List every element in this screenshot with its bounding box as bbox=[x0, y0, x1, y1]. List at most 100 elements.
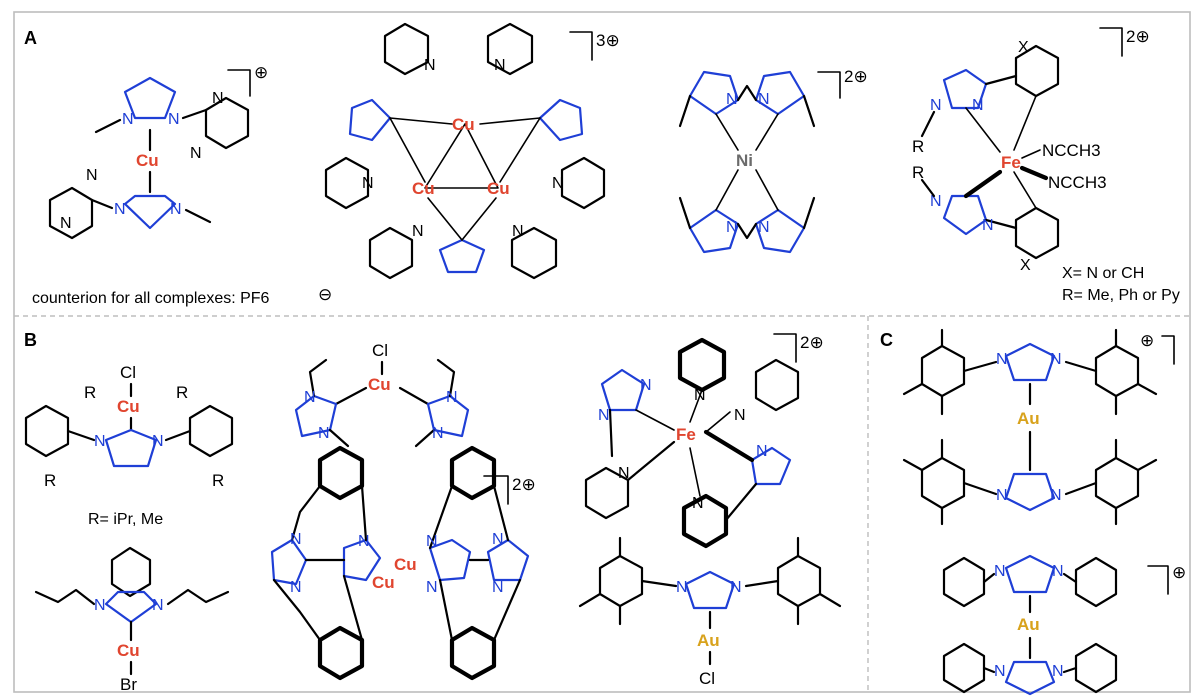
pyrimidine-ring bbox=[1014, 206, 1060, 260]
imidazole-ring bbox=[1004, 660, 1056, 696]
methyl-bond bbox=[94, 118, 122, 134]
gold-atom: Au bbox=[1017, 409, 1040, 428]
n-atom: N bbox=[114, 201, 126, 218]
bond bbox=[1064, 360, 1098, 373]
n-atom: N bbox=[168, 111, 180, 128]
pyrimidine-ring bbox=[1014, 44, 1060, 98]
panel-label-c: C bbox=[880, 330, 893, 350]
charge-label: 2⊕ bbox=[800, 333, 824, 352]
n-atom: N bbox=[598, 407, 610, 424]
bond bbox=[66, 429, 96, 442]
r-group: R bbox=[912, 163, 924, 182]
complex-c2: ⊕ N N N N Au bbox=[942, 554, 1186, 696]
imidazole-ring bbox=[754, 70, 806, 116]
n-atom: N bbox=[494, 57, 506, 74]
pyridine-ring bbox=[324, 156, 370, 210]
pyridine-ring bbox=[677, 337, 727, 393]
pyridine-ring bbox=[383, 22, 430, 76]
n-atom: N bbox=[432, 425, 444, 442]
imidazole-ring bbox=[426, 394, 470, 438]
imidazole-ring bbox=[104, 590, 158, 624]
complex-a2: 3⊕ Cu Cu Cu N N N N N N bbox=[324, 22, 620, 280]
charge-bracket bbox=[1147, 565, 1169, 595]
charge-label: 2⊕ bbox=[844, 67, 868, 86]
charge-label: 3⊕ bbox=[596, 31, 620, 50]
r-definition-b: R= iPr, Me bbox=[88, 511, 163, 528]
methyl-bond bbox=[902, 458, 924, 472]
fe-n-bond bbox=[689, 447, 701, 497]
benzo-ring bbox=[110, 546, 152, 598]
counterion-note: counterion for all complexes: PF6 bbox=[32, 290, 270, 307]
complex-b1: Cl Cu N N R R R R bbox=[24, 363, 234, 490]
charge-bracket bbox=[227, 69, 251, 97]
counterion-charge: ⊖ bbox=[318, 285, 332, 304]
complex-a3: 2⊕ Ni N N N N bbox=[678, 67, 868, 254]
mesityl-ring bbox=[598, 554, 644, 608]
charge-bracket bbox=[1161, 335, 1175, 365]
allyl-group bbox=[34, 588, 96, 606]
pyridine-ring bbox=[560, 156, 606, 210]
n-atom: N bbox=[692, 495, 704, 512]
n-atom: N bbox=[212, 90, 224, 107]
bond bbox=[962, 481, 998, 496]
methyl-bond bbox=[578, 592, 602, 608]
chlorine-atom: Cl bbox=[372, 341, 388, 360]
n-atom: N bbox=[358, 533, 370, 550]
nickel-atom: Ni bbox=[736, 151, 753, 170]
pyridine-ring bbox=[681, 493, 729, 549]
xylyl-ring bbox=[449, 445, 497, 501]
fe-ligand-bond bbox=[1021, 149, 1041, 159]
bond bbox=[181, 108, 208, 120]
n-atom: N bbox=[290, 531, 302, 548]
r-bond bbox=[920, 178, 936, 198]
panel-label-b: B bbox=[24, 330, 37, 350]
imidazole-ring bbox=[104, 428, 158, 468]
bond bbox=[479, 117, 541, 125]
aryl-ring bbox=[188, 404, 234, 458]
pyridine-ring bbox=[486, 22, 534, 76]
pyridine-ring bbox=[754, 358, 800, 412]
charge-label: 2⊕ bbox=[1126, 27, 1150, 46]
ethyl-group bbox=[308, 358, 328, 398]
methylene-link bbox=[342, 574, 364, 642]
n-atom: N bbox=[972, 97, 984, 114]
copper-atom: Cu bbox=[394, 555, 417, 574]
r-group: R bbox=[912, 137, 924, 156]
ni-c-bond bbox=[755, 169, 779, 211]
phenyl-ring bbox=[1074, 556, 1118, 608]
r-group: R bbox=[212, 471, 224, 490]
methylene-link bbox=[428, 484, 454, 550]
phenyl-ring bbox=[1074, 642, 1118, 694]
imidazole-ring bbox=[688, 70, 740, 116]
n-atom: N bbox=[190, 145, 202, 162]
methylene-link bbox=[438, 578, 454, 642]
imidazole-ring bbox=[348, 98, 392, 142]
methyl-bond bbox=[1136, 382, 1158, 396]
copper-atom: Cu bbox=[372, 573, 395, 592]
ni-c-bond bbox=[715, 113, 739, 151]
fe-n-bond bbox=[705, 411, 731, 433]
n-atom: N bbox=[94, 597, 106, 614]
chlorine-atom: Cl bbox=[699, 669, 715, 688]
n-atom: N bbox=[996, 487, 1008, 504]
imidazole-ring bbox=[123, 76, 177, 120]
bond bbox=[1062, 666, 1078, 674]
imidazole-ring bbox=[270, 538, 308, 586]
complex-b6: N N Au Cl bbox=[578, 536, 842, 688]
pyridine-ring bbox=[510, 226, 558, 280]
gold-atom: Au bbox=[1017, 615, 1040, 634]
imidazole-ring bbox=[1004, 472, 1056, 512]
bond bbox=[90, 198, 114, 210]
bond bbox=[640, 579, 678, 588]
n-atom: N bbox=[982, 217, 994, 234]
x-atom: X bbox=[1020, 257, 1031, 274]
n-atom: N bbox=[1050, 487, 1062, 504]
n-atom: N bbox=[512, 223, 524, 240]
imidazole-ring bbox=[942, 194, 988, 236]
x-atom: X bbox=[1018, 39, 1029, 56]
imidazole-ring bbox=[342, 538, 382, 582]
x-definition: X= N or CH bbox=[1062, 265, 1144, 282]
r-group: R bbox=[176, 383, 188, 402]
bond bbox=[982, 666, 996, 674]
methyl-bond bbox=[902, 382, 924, 396]
